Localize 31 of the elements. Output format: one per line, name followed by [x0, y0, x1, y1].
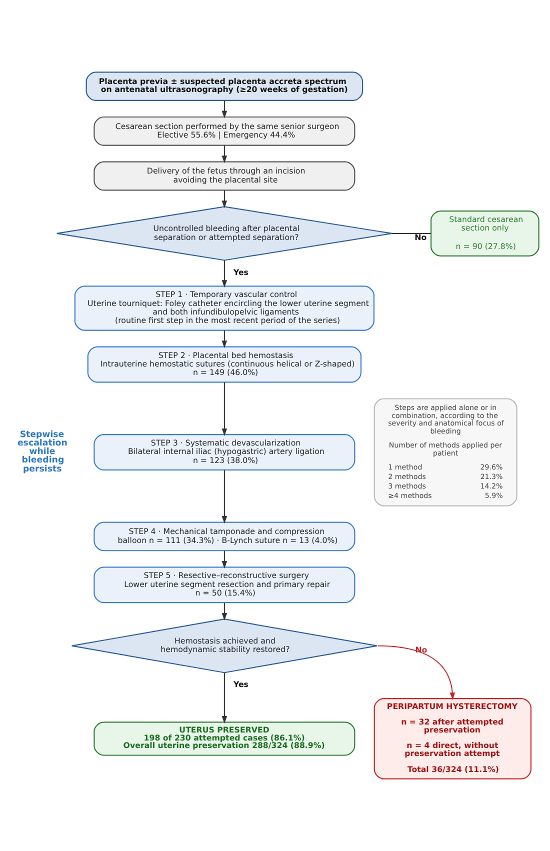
- node-box: STEP 5 · Resective–reconstructive surgery Lower uterine segment resection and primary repair n = 50 (15.4%): [94, 566, 356, 604]
- edge-label: Yes: [233, 680, 248, 690]
- arrow: [222, 190, 228, 208]
- arrow: [222, 100, 228, 118]
- edge-label: No: [415, 645, 428, 654]
- node-box: STEP 1 · Temporary vascular control Uterine tourniquet: Foley catheter encircling the lower uterine segment and both infundibulopelvic ligaments (routine first step in the most recent period of the series): [74, 286, 374, 331]
- connector: [392, 232, 432, 234]
- label: Stepwise escalation while bleeding persists: [17, 430, 68, 474]
- edge-label: Yes: [233, 268, 248, 277]
- node-box: Placenta previa ± suspected placenta accreta spectrum on antenatal ultrasonography (≥20 weeks of gestation): [86, 72, 364, 102]
- node-box: Cesarean section performed by the same senior surgeon Elective 55.6% | Emergency 44.4%: [94, 116, 356, 146]
- arrow: [222, 550, 228, 569]
- node-box: Standard cesarean section only n = 90 (27.8%): [430, 210, 540, 256]
- node-box: PERIPARTUM HYSTERECTOMY n = 32 after attempted preservation n = 4 direct, without preservation attempt Total 36/324 (11.1%): [374, 698, 532, 780]
- arrow: [222, 260, 228, 288]
- node-box: STEP 2 · Placental bed hemostasis Intrauterine hemostatic sutures (continuous helical or Z-shaped) n = 149 (46.0%): [87, 346, 362, 383]
- node-box: STEP 4 · Mechanical tamponade and compression balloon n = 111 (34.3%) · B-Lynch suture n = 13 (4.0%): [94, 522, 356, 552]
- edge-label: No: [414, 233, 427, 242]
- node-diamond: Hemostasis achieved and hemodynamic stability restored?: [71, 618, 378, 674]
- arrow: [378, 645, 456, 700]
- arrow: [222, 330, 228, 348]
- node-box: Delivery of the fetus through an incision avoiding the placental site: [94, 161, 356, 191]
- node-box: UTERUS PRESERVED 198 of 230 attempted cases (86.1%) Overall uterine preservation 288/324 (88.9%): [94, 722, 356, 756]
- arrow: [222, 145, 228, 164]
- arrow: [222, 382, 228, 436]
- node-box: Steps are applied alone or in combination, according to the severity and anatomical focus of bleeding Number of methods applied per patient 1 method 29.6% 2 methods 21.3% 3 methods 14.2% ≥4 methods 5.9%: [374, 398, 518, 506]
- node-box: STEP 3 · Systematic devascularization Bilateral internal iliac (hypogastric) artery ligation n = 123 (38.0%): [94, 434, 356, 471]
- arrow: [222, 672, 228, 724]
- arrow: [222, 602, 228, 621]
- node-diamond: Uncontrolled bleeding after placental separation or attempted separation?: [56, 206, 393, 261]
- arrow: [222, 470, 228, 524]
